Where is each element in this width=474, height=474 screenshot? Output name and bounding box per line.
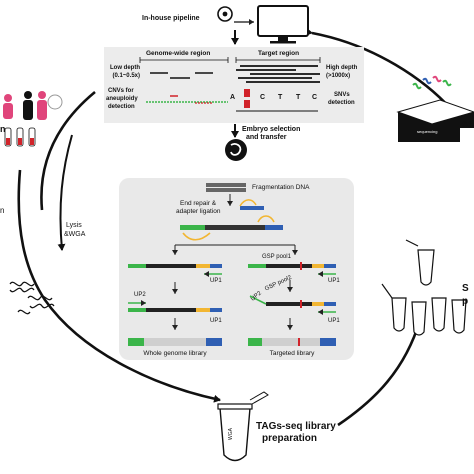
end-repair-label-2: adapter ligation	[176, 208, 221, 215]
sequencing-chip	[396, 99, 474, 142]
patient-icons	[3, 91, 63, 120]
high-depth-label: High depth	[326, 65, 358, 71]
right-partial-se: se	[462, 119, 474, 130]
base-a: A	[230, 94, 236, 101]
tg-amplicon	[249, 295, 336, 308]
left-partial-n2: n	[0, 206, 5, 215]
wga-tube-label: WGA	[228, 428, 234, 440]
prep-label-2: preparation	[262, 433, 318, 444]
blood-tubes	[4, 127, 36, 147]
end-repair-label-1: End repair &	[180, 200, 217, 207]
right-partial-s: S	[462, 283, 469, 294]
dna-strands-icon	[9, 281, 55, 315]
embryo-label-1: Embryo selection	[242, 126, 301, 133]
lysis-label-1: Lysis	[66, 222, 82, 229]
cycle-arc-right-top	[305, 27, 453, 111]
snv-label-2: detection	[328, 100, 355, 106]
colored-reads-icon	[412, 75, 452, 90]
pipeline-label: In-house pipeline	[142, 15, 200, 22]
snv-base-strip	[236, 89, 318, 112]
computer-icon	[257, 5, 309, 44]
fragmentation-label: Fragmentation DNA	[252, 184, 310, 191]
gsp-pool1-label: GSP pool1	[262, 254, 291, 260]
pcr-tube-bottom	[217, 391, 269, 462]
genome-wide-label: Genome-wide region	[146, 50, 211, 57]
cycle-arc-left-inner	[57, 134, 73, 251]
wg-library	[128, 338, 222, 346]
base-c2: C	[312, 94, 318, 101]
base-c: C	[260, 94, 266, 101]
cnv-label-2: aneuploidy	[106, 96, 138, 102]
high-depth-range: (>1000x)	[326, 73, 351, 79]
tg-template	[248, 262, 336, 270]
cnv-profile	[146, 95, 228, 104]
gear-icon	[217, 6, 233, 22]
up2-label: UP2	[134, 292, 146, 298]
wg-template	[128, 264, 222, 268]
up1-label-right-2: UP1	[328, 318, 340, 324]
tg-library	[248, 338, 336, 346]
base-t2: T	[296, 94, 301, 101]
right-partial-p: p	[462, 296, 469, 307]
cnv-label-1: CNVs for	[108, 88, 134, 94]
lysis-label-2: &WGA	[64, 231, 86, 238]
embryo-icon	[225, 139, 247, 161]
wg-amplicon	[128, 308, 222, 312]
adapter-ligation-diagram	[239, 199, 264, 210]
up1-label-left-2: UP1	[210, 318, 222, 324]
high-depth-reads	[236, 65, 320, 83]
up1-label-right: UP1	[328, 278, 340, 284]
workflow-panel	[119, 178, 354, 360]
low-depth-reads	[150, 72, 213, 79]
ligated-fragment	[180, 215, 283, 241]
chip-label: sequencing	[417, 129, 438, 134]
whole-genome-library-label: Whole genome library	[143, 350, 207, 357]
analysis-panel	[104, 47, 364, 123]
low-depth-label: Low depth	[110, 65, 140, 71]
low-depth-range: (0.1~0.5x)	[112, 73, 140, 79]
embryo-label-2: and transfer	[246, 134, 287, 141]
target-region-label: Target region	[258, 50, 300, 57]
prep-label-1: TAGs-seq library	[256, 421, 336, 432]
left-partial-n1: n	[0, 124, 6, 134]
base-t1: T	[278, 94, 283, 101]
snv-label-1: SNVs	[334, 92, 350, 98]
cnv-label-3: detection	[108, 104, 135, 110]
cycle-arc-left-top	[40, 90, 96, 211]
sample-tubes-right	[381, 239, 467, 336]
fragment-dna	[206, 183, 246, 192]
up1-label-left: UP1	[210, 278, 222, 284]
cycle-arc-right-bottom	[337, 319, 423, 427]
targeted-library-label: Targeted library	[269, 350, 315, 357]
